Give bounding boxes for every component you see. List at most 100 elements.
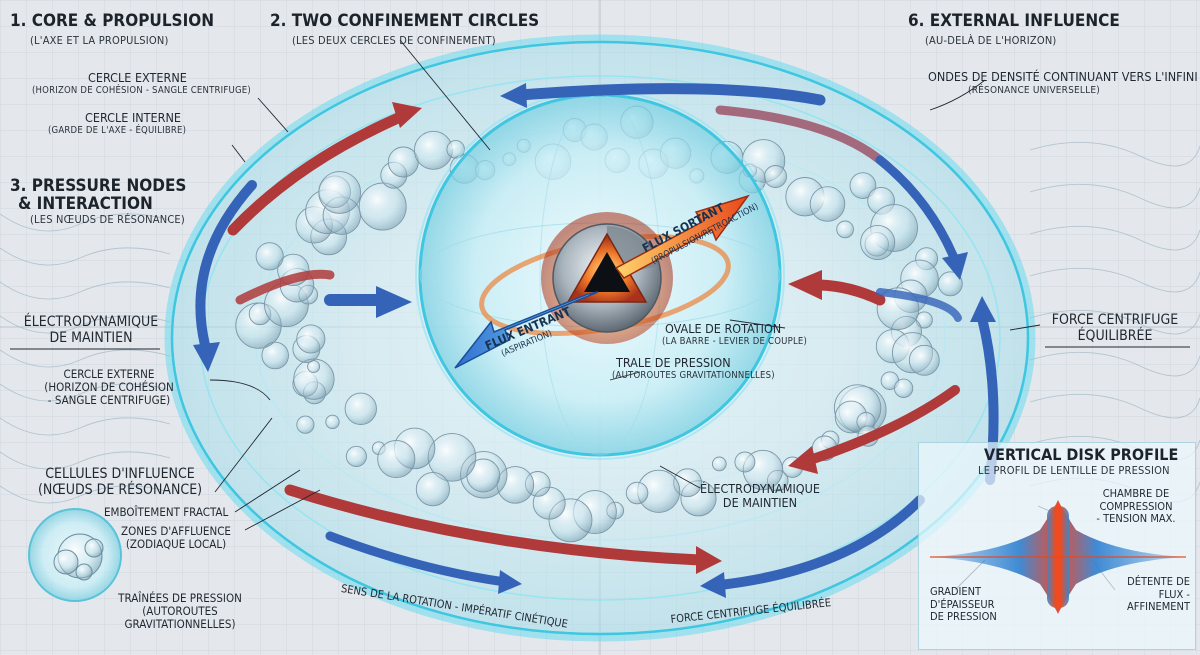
pressure-node-bubble [296,324,326,354]
label-detente-line1: DÉTENTE DE [1127,575,1190,588]
label-zones: ZONES D'AFFLUENCE (ZODIAQUE LOCAL) [106,524,246,551]
blue-arrow-bottom-right [715,495,925,590]
label-cercle-externe-top: CERCLE EXTERNE [88,70,187,85]
label-trainees: TRAÎNÉES DE PRESSION (AUTOROUTES GRAVITA… [110,591,250,632]
red-arrow-right-inner [814,279,886,306]
subheading-core-propulsion: (L'AXE ET LA PROPULSION) [30,34,169,47]
label-gradient: GRADIENT D'ÉPAISSEUR DE PRESSION [930,585,997,624]
label-force-right-line2: ÉQUILIBRÉE [1077,328,1153,345]
pressure-node-bubble [849,172,877,199]
core-singularity [584,252,630,292]
label-chambre: CHAMBRE DE COMPRESSION - TENSION MAX. [1080,487,1192,526]
label-detente-line3: AFFINEMENT [1127,600,1190,614]
sublabel-cercle-externe-top: (HORIZON DE COHÉSION - SANGLE CENTRIFUGE… [32,85,251,96]
density-wave-line [1029,225,1200,251]
pressure-node-bubble [415,472,450,507]
pressure-node-bubble [711,456,727,472]
label-cercle-externe-left-line1: CERCLE EXTERNE [63,367,155,381]
density-wave-line [1029,267,1200,293]
label-ovale: OVALE DE ROTATION [665,321,782,336]
label-electro-left-line1: ÉLECTRODYNAMIQUE [23,314,159,330]
label-electro-bottom: ÉLECTRODYNAMIQUE DE MAINTIEN [680,481,840,511]
density-wave-line [0,383,171,402]
label-cercle-externe-left-line3: - SANGLE CENTRIFUGE) [47,393,171,408]
pressure-node-belt [235,105,963,543]
label-trainees-line1: TRAÎNÉES DE PRESSION [118,591,242,605]
red-arrow-bottom-head [696,546,722,574]
label-gradient-line2: D'ÉPAISSEUR [930,597,995,611]
pressure-node-bubble [387,146,419,178]
blue-arrow-left-inner-head [376,286,412,318]
density-wave-line [1029,141,1200,167]
pressure-node-bubble [318,171,362,214]
label-electro-bottom-line2: DE MAINTIEN [722,495,798,511]
sublabel-trale: (AUTOROUTES GRAVITATIONNELLES) [612,370,775,381]
blue-arrow-right [875,155,960,265]
label-ondes: ONDES DE DENSITÉ CONTINUANT VERS L'INFIN… [928,69,1198,84]
profile-title: VERTICAL DISK PROFILE [984,445,1179,464]
leader-cercle-interne [231,144,246,163]
pressure-node-bubble [625,481,649,505]
influence-cell-inner-4 [75,563,93,581]
label-cercle-externe-left: CERCLE EXTERNE (HORIZON DE COHÉSION - SA… [24,367,194,408]
density-wave-line [0,485,171,504]
pressure-node-bubble [734,451,756,473]
red-arrow-top-left [227,109,411,236]
label-electro-left: ÉLECTRODYNAMIQUE DE MAINTIEN [16,314,166,346]
red-arrow-top-left-head [392,102,422,128]
blue-arrow-bottom-right-head [700,572,726,598]
density-wave-line [1029,393,1200,419]
subheading-external-influence: (AU-DELÀ DE L'HORIZON) [925,34,1057,47]
label-detente: DÉTENTE DE FLUX - AFFINEMENT [1086,575,1190,614]
label-chambre-line1: CHAMBRE DE [1102,487,1170,500]
red-arrow-right-inner-head [788,270,822,300]
label-cercle-externe-left-line2: (HORIZON DE COHÉSION [44,380,174,395]
subheading-two-circles: (LES DEUX CERCLES DE CONFINEMENT) [292,34,496,47]
leader-cercle-externe-left [209,379,271,401]
label-cellules-line1: CELLULES D'INFLUENCE [45,466,195,482]
influence-cell-inner-2 [53,549,79,575]
blue-arrow-far-right-head [970,296,996,322]
leader-emboitement [234,469,301,513]
red-arrow-left-inner [235,269,335,305]
pressure-node-bubble [358,182,407,231]
red-arrow-lower-right-head [788,446,818,474]
sublabel-ondes: (RÉSONANCE UNIVERSELLE) [968,85,1100,96]
pressure-node-bubble [344,392,377,425]
red-arrow-lower-right [805,385,960,465]
leader-cellules [214,417,273,493]
density-wave-line [1029,309,1200,335]
density-wave-line [1029,351,1200,377]
leader-ondes [929,79,986,111]
outer-ring-glow [164,34,1036,642]
density-wave-line [0,247,171,266]
pressure-node-bubble [908,344,940,376]
heading-pressure-nodes-2: & INTERACTION [18,194,153,214]
flux-entrant-arrow [454,291,599,369]
label-trainees-line2: (AUTOROUTES [142,604,218,619]
pressure-node-bubble [345,445,367,467]
blue-swirl-right [876,288,962,322]
blue-arrow-top-head [500,83,527,108]
density-wave-line [0,213,171,232]
label-electro-bottom-line1: ÉLECTRODYNAMIQUE [699,481,820,496]
blue-arrow-right-head [942,252,968,280]
heading-pressure-nodes-1: 3. PRESSURE NODES [10,176,187,196]
label-trainees-line3: GRAVITATIONNELLES) [124,617,236,632]
leader-electro-bottom [659,465,701,489]
heading-two-circles: 2. TWO CONFINEMENT CIRCLES [270,11,540,31]
label-gradient-line1: GRADIENT [930,585,982,598]
red-arrow-bottom [284,484,706,566]
heading-core-propulsion: 1. CORE & PROPULSION [10,11,215,31]
leader-ovale [729,319,786,329]
label-gradient-line3: DE PRESSION [930,610,997,624]
pressure-node-bubble [377,439,416,479]
influence-cell-inner-3 [84,538,104,558]
blue-arrow-bottom [325,531,510,587]
pressure-node-bubble [446,140,465,159]
heading-external-influence: 6. EXTERNAL INFLUENCE [908,11,1120,31]
leader-two-circles [399,39,491,151]
profile-subtitle: LE PROFIL DE LENTILLE DE PRESSION [978,464,1170,477]
pressure-node-bubble [764,165,787,188]
